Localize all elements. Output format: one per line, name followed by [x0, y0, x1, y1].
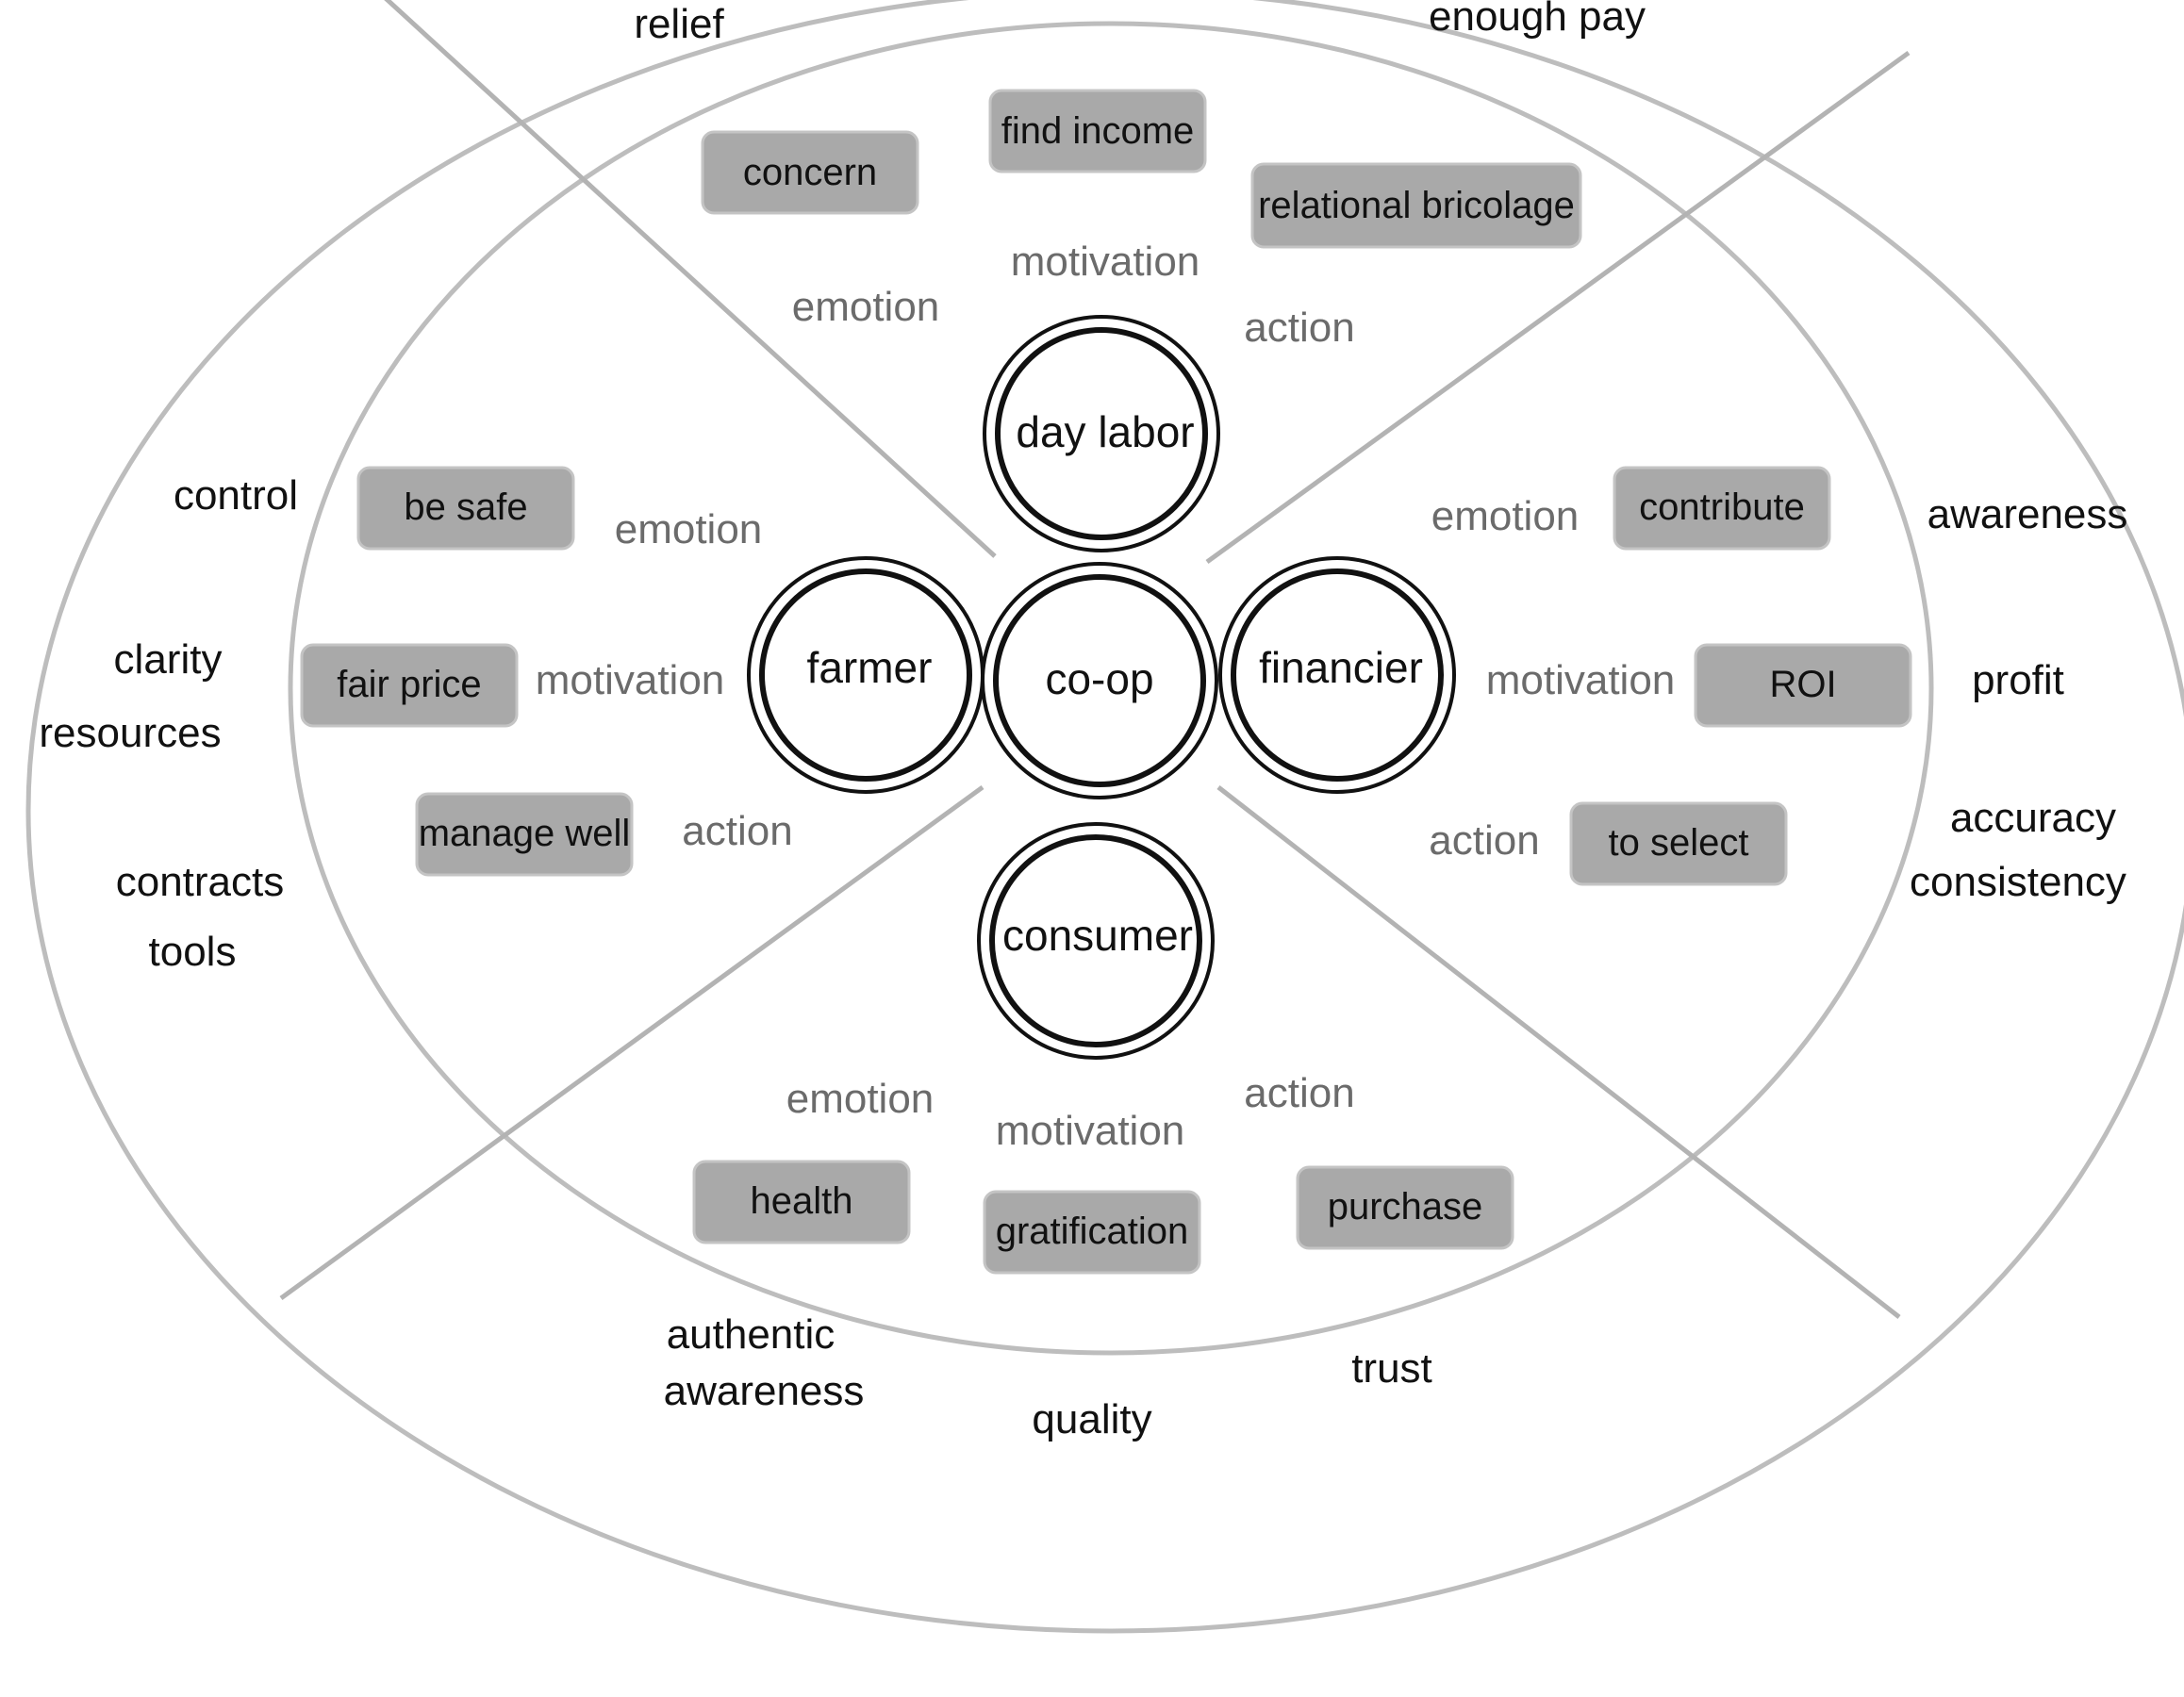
node-day-labor: day labor — [983, 315, 1220, 552]
tag-box-health — [692, 1160, 911, 1244]
tag-contribute: contribute — [1639, 486, 1805, 528]
tag-health: health — [751, 1180, 853, 1222]
dim-emotion-right: emotion — [1431, 493, 1580, 539]
dim-action-left: action — [682, 808, 792, 854]
dim-emotion-left: emotion — [615, 506, 763, 552]
tag-relational-bricolage: relational bricolage — [1258, 185, 1575, 226]
divider-bottom-right — [1216, 785, 1901, 1319]
dim-action-right: action — [1429, 817, 1539, 864]
outer-label-clarity: clarity — [114, 636, 223, 683]
tag-be-safe: be safe — [404, 486, 527, 528]
tag-to-select: to select — [1609, 822, 1749, 864]
tag-box-fair-price — [300, 643, 519, 728]
tag-box-contribute — [1613, 466, 1831, 551]
tag-gratification: gratification — [996, 1211, 1189, 1252]
tag-roi: ROI — [1769, 664, 1836, 705]
node-label-co-op: co-op — [1045, 654, 1153, 703]
node-farmer: farmer — [747, 556, 984, 794]
tag-box-gratification — [983, 1190, 1201, 1275]
outer-label-contracts: contracts — [116, 859, 285, 905]
outer-label-authentic: authentic — [667, 1311, 836, 1358]
outer-label-accuracy: accuracy — [1950, 795, 2116, 841]
outer-label-awareness-right: awareness — [1928, 491, 2128, 537]
tag-manage-well: manage well — [419, 813, 631, 854]
tag-box-be-safe — [356, 466, 575, 551]
tag-box-find-income — [988, 89, 1207, 173]
divider-top-left — [384, 0, 997, 558]
node-label-farmer: farmer — [807, 643, 933, 692]
node-label-day-labor: day labor — [1016, 407, 1194, 456]
node-label-financier: financier — [1259, 643, 1423, 692]
outer-label-awareness-bottom: awareness — [664, 1368, 865, 1414]
tag-concern: concern — [743, 152, 877, 193]
inner-ring — [288, 21, 1934, 1356]
tag-box-concern — [701, 130, 919, 215]
outer-label-profit: profit — [1972, 657, 2064, 703]
dim-action-top: action — [1244, 305, 1354, 351]
tag-box-roi — [1694, 643, 1912, 728]
dim-emotion-top: emotion — [792, 284, 940, 330]
divider-top-right — [1205, 50, 1911, 565]
dim-motivation-bottom: motivation — [996, 1108, 1185, 1154]
tag-box-relational-bricolage — [1250, 162, 1582, 249]
outer-label-relief: relief — [634, 1, 724, 47]
tag-fair-price: fair price — [337, 664, 481, 705]
outer-label-enough-pay: enough pay — [1429, 0, 1646, 40]
dim-action-bottom: action — [1244, 1070, 1354, 1116]
node-label-consumer: consumer — [1002, 911, 1193, 960]
outer-label-consistency: consistency — [1910, 859, 2126, 905]
dim-motivation-left: motivation — [536, 657, 725, 703]
dim-motivation-top: motivation — [1011, 239, 1200, 285]
outer-label-control: control — [174, 472, 298, 519]
outer-label-quality: quality — [1032, 1396, 1151, 1442]
outer-label-trust: trust — [1351, 1345, 1432, 1392]
node-co-op: co-op — [981, 562, 1218, 799]
outer-label-tools: tools — [149, 929, 237, 975]
tag-box-purchase — [1296, 1165, 1514, 1250]
tag-find-income: find income — [1001, 110, 1195, 152]
node-financier: financier — [1218, 556, 1456, 794]
divider-bottom-left — [279, 784, 984, 1301]
outer-ring — [25, 0, 2184, 1634]
outer-label-resources: resources — [39, 710, 221, 756]
dim-emotion-bottom: emotion — [786, 1076, 935, 1122]
dim-motivation-right: motivation — [1486, 657, 1676, 703]
tag-box-to-select — [1569, 801, 1788, 886]
node-consumer: consumer — [977, 822, 1215, 1060]
tag-box-manage-well — [415, 792, 634, 877]
tag-purchase: purchase — [1328, 1186, 1483, 1227]
